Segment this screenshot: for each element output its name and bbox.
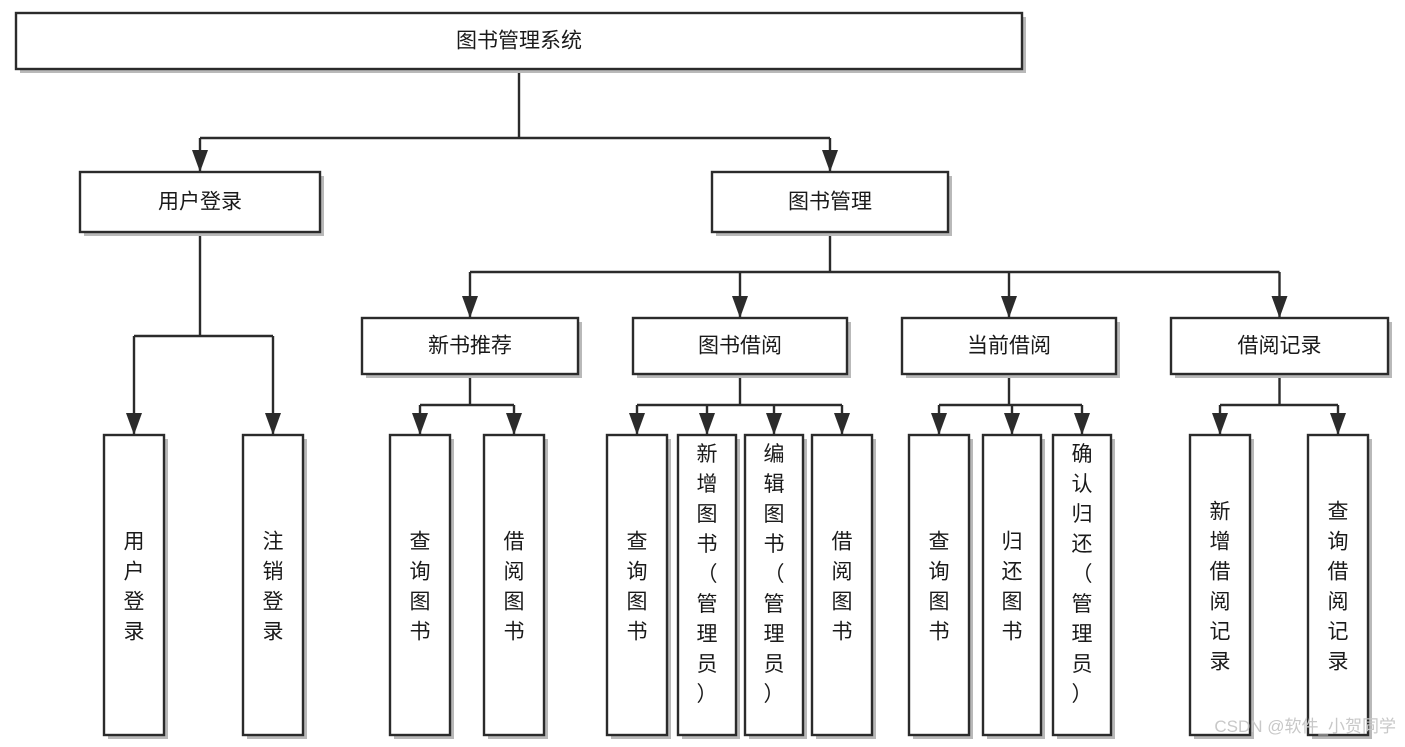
node-leaf-0-label: 用户登录 <box>124 530 145 643</box>
node-leaf-4-rect[interactable] <box>605 433 669 737</box>
node-level3-3[interactable]: 借阅记录 <box>1169 316 1392 378</box>
user-login-branch-arrow-1 <box>265 413 281 435</box>
borrow-branch-arrow-2 <box>766 413 782 435</box>
node-leaf-5-label: 新增图书（管理员） <box>697 443 718 706</box>
node-leaf-7-rect[interactable] <box>810 433 874 737</box>
node-leaf-0[interactable]: 用户登录 <box>102 433 168 739</box>
node-leaf-3-rect[interactable] <box>482 433 546 737</box>
node-leaf-12-label: 查询借阅记录 <box>1328 500 1349 673</box>
node-leaf-2-rect[interactable] <box>388 433 452 737</box>
node-leaf-9-rect[interactable] <box>981 433 1043 737</box>
user-login-branch-arrow-0 <box>126 413 142 435</box>
node-leaf-5[interactable]: 新增图书（管理员） <box>676 433 740 739</box>
node-leaf-9-label: 归还图书 <box>1002 530 1023 643</box>
borrow-branch-arrow-1 <box>699 413 715 435</box>
node-leaf-6[interactable]: 编辑图书（管理员） <box>743 433 807 739</box>
node-level2-1[interactable]: 图书管理 <box>710 170 952 236</box>
node-level2-0-rect[interactable] <box>78 170 322 234</box>
node-leaf-6-rect[interactable] <box>743 433 805 737</box>
books-branch-arrow-2 <box>1001 296 1017 318</box>
node-leaf-4[interactable]: 查询图书 <box>605 433 671 739</box>
node-leaf-11-label: 新增借阅记录 <box>1210 500 1231 673</box>
node-system-title[interactable]: 图书管理系统 <box>14 11 1026 73</box>
node-level3-0-label: 新书推荐 <box>428 335 512 358</box>
node-leaf-3-label: 借阅图书 <box>504 530 525 643</box>
node-level3-1[interactable]: 图书借阅 <box>631 316 851 378</box>
books-branch-arrow-3 <box>1271 296 1288 318</box>
node-leaf-3[interactable]: 借阅图书 <box>482 433 548 739</box>
node-system-title-label: 图书管理系统 <box>456 30 582 53</box>
node-leaf-7[interactable]: 借阅图书 <box>810 433 876 739</box>
node-leaf-5-rect[interactable] <box>676 433 738 737</box>
root-branch-arrow-1 <box>822 150 838 172</box>
node-system-title-rect[interactable] <box>14 11 1024 71</box>
node-leaf-4-label: 查询图书 <box>627 530 648 643</box>
node-leaf-12[interactable]: 查询借阅记录 <box>1306 433 1372 739</box>
node-level3-1-label: 图书借阅 <box>698 335 782 358</box>
node-level3-2[interactable]: 当前借阅 <box>900 316 1120 378</box>
node-leaf-8-label: 查询图书 <box>929 530 950 643</box>
borrow-branch-arrow-3 <box>834 413 850 435</box>
current-branch-arrow-2 <box>1074 413 1090 435</box>
node-level3-3-rect[interactable] <box>1169 316 1390 376</box>
node-level3-0[interactable]: 新书推荐 <box>360 316 582 378</box>
current-branch-arrow-0 <box>931 413 947 435</box>
record-branch-arrow-0 <box>1212 413 1228 435</box>
new-book-branch-arrow-1 <box>506 413 522 435</box>
node-leaf-11[interactable]: 新增借阅记录 <box>1188 433 1254 739</box>
books-branch-arrow-1 <box>732 296 748 318</box>
node-level2-0-label: 用户登录 <box>158 191 242 214</box>
node-leaf-9[interactable]: 归还图书 <box>981 433 1045 739</box>
node-leaf-2-label: 查询图书 <box>410 530 431 643</box>
node-leaf-6-label: 编辑图书（管理员） <box>764 443 785 706</box>
node-level3-0-rect[interactable] <box>360 316 580 376</box>
books-branch-arrow-0 <box>462 296 478 318</box>
node-level3-2-rect[interactable] <box>900 316 1118 376</box>
node-leaf-7-label: 借阅图书 <box>832 530 853 643</box>
node-leaf-8[interactable]: 查询图书 <box>907 433 973 739</box>
node-leaf-1[interactable]: 注销登录 <box>241 433 307 739</box>
node-leaf-0-rect[interactable] <box>102 433 166 737</box>
node-leaf-12-rect[interactable] <box>1306 433 1370 737</box>
node-leaf-11-rect[interactable] <box>1188 433 1252 737</box>
node-level3-2-label: 当前借阅 <box>967 335 1051 358</box>
node-leaf-1-label: 注销登录 <box>263 530 284 643</box>
node-leaf-2[interactable]: 查询图书 <box>388 433 454 739</box>
node-layer: 图书管理系统用户登录图书管理新书推荐图书借阅当前借阅借阅记录用户登录注销登录查询… <box>14 11 1392 739</box>
borrow-branch-arrow-0 <box>629 413 645 435</box>
connector-layer <box>126 69 1346 435</box>
node-level2-1-rect[interactable] <box>710 170 950 234</box>
node-leaf-8-rect[interactable] <box>907 433 971 737</box>
node-leaf-10[interactable]: 确认归还（管理员） <box>1051 433 1115 739</box>
record-branch-arrow-1 <box>1330 413 1346 435</box>
node-level3-1-rect[interactable] <box>631 316 849 376</box>
node-level2-0[interactable]: 用户登录 <box>78 170 324 236</box>
node-leaf-10-rect[interactable] <box>1051 433 1113 737</box>
root-branch-arrow-0 <box>192 150 208 172</box>
current-branch-arrow-1 <box>1004 413 1020 435</box>
node-level3-3-label: 借阅记录 <box>1238 335 1322 358</box>
node-leaf-10-label: 确认归还（管理员） <box>1072 443 1093 706</box>
node-leaf-1-rect[interactable] <box>241 433 305 737</box>
node-level2-1-label: 图书管理 <box>788 191 872 214</box>
new-book-branch-arrow-0 <box>412 413 428 435</box>
